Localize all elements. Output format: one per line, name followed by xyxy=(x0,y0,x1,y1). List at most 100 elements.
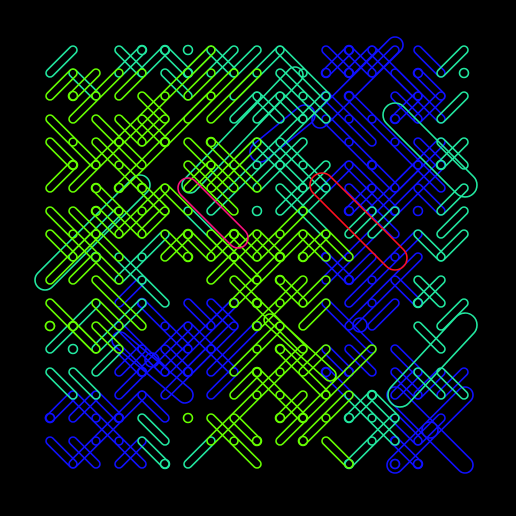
cyan-maze-stroke xyxy=(436,206,469,239)
cyan-maze-stroke xyxy=(413,275,446,308)
cyan-maze-stroke xyxy=(367,206,400,239)
lime-maze-stroke xyxy=(206,137,262,193)
cyan-node-ring xyxy=(159,44,171,56)
lime-node-ring xyxy=(182,412,194,424)
blue-node-ring xyxy=(113,412,125,424)
blue-maze-stroke xyxy=(344,183,400,239)
red-loop xyxy=(309,172,408,271)
lime-maze-stroke xyxy=(45,229,78,262)
cyan-maze-stroke xyxy=(344,206,377,239)
cyan-maze-stroke xyxy=(298,183,331,216)
blue-node-ring xyxy=(182,366,194,378)
cyan-maze-stroke xyxy=(413,367,446,400)
blue-node-ring xyxy=(44,412,56,424)
lime-maze-stroke xyxy=(137,114,170,147)
cyan-maze-stroke xyxy=(229,45,262,78)
large-cyan-loop xyxy=(387,312,478,408)
cyan-maze-stroke xyxy=(45,45,78,78)
lime-maze-layer xyxy=(44,45,377,469)
blue-node-ring xyxy=(412,205,424,217)
cyan-node-ring xyxy=(412,297,424,309)
blue-node-ring xyxy=(343,44,355,56)
blue-maze-stroke xyxy=(68,436,101,469)
lime-maze-stroke xyxy=(206,68,262,124)
lime-node-ring xyxy=(90,182,102,194)
lime-maze-stroke xyxy=(298,275,331,308)
cyan-node-ring xyxy=(182,67,194,79)
cyan-node-ring xyxy=(458,67,470,79)
blue-maze-stroke xyxy=(114,436,147,469)
blue-node-ring xyxy=(343,205,355,217)
lime-maze-stroke xyxy=(91,114,147,170)
lime-node-ring xyxy=(113,182,125,194)
lime-maze-stroke xyxy=(183,160,239,216)
cyan-maze-stroke xyxy=(436,183,469,216)
lime-node-ring xyxy=(159,136,171,148)
lime-node-ring xyxy=(274,412,286,424)
cyan-maze-stroke xyxy=(436,45,469,78)
lime-maze-stroke xyxy=(206,68,239,101)
lime-maze-stroke xyxy=(114,68,147,101)
lime-node-ring xyxy=(44,320,56,332)
lime-node-ring xyxy=(274,343,286,355)
cyan-node-ring xyxy=(343,412,355,424)
cyan-node-ring xyxy=(435,159,447,171)
cyan-maze-stroke xyxy=(436,91,469,124)
cyan-maze-stroke xyxy=(68,367,101,400)
cyan-maze-stroke xyxy=(252,91,285,124)
cyan-maze-stroke xyxy=(413,321,446,354)
lime-node-ring xyxy=(67,320,79,332)
lime-node-ring xyxy=(274,274,286,286)
lime-maze-stroke xyxy=(275,275,308,308)
lime-maze-stroke xyxy=(321,390,354,423)
lime-node-ring xyxy=(297,435,309,447)
lime-maze-stroke xyxy=(275,344,308,377)
lime-node-ring xyxy=(182,251,194,263)
cyan-node-ring xyxy=(182,44,194,56)
lime-maze-stroke xyxy=(298,229,331,262)
lime-maze-stroke xyxy=(45,68,78,101)
large-blue-loop xyxy=(386,386,474,474)
blue-node-ring xyxy=(144,352,160,368)
cyan-maze-stroke xyxy=(45,367,78,400)
cyan-node-ring xyxy=(251,205,263,217)
lime-node-ring xyxy=(136,182,148,194)
lime-node-ring xyxy=(297,251,309,263)
lime-maze-stroke xyxy=(183,68,216,101)
lime-maze-stroke xyxy=(321,436,354,469)
blue-node-ring xyxy=(366,159,378,171)
cyan-node-ring xyxy=(159,458,171,470)
blue-node-ring xyxy=(421,421,439,439)
lime-node-ring xyxy=(251,435,263,447)
red-loop-layer xyxy=(309,172,408,271)
cyan-node-ring xyxy=(366,389,378,401)
cyan-maze-stroke xyxy=(298,91,331,124)
lime-maze-stroke xyxy=(160,183,193,216)
lime-maze-stroke xyxy=(229,436,262,469)
large-blue-loop xyxy=(311,36,404,129)
blue-maze-stroke xyxy=(367,45,400,78)
blue-node-ring xyxy=(320,366,332,378)
blue-node-ring xyxy=(352,317,368,333)
cyan-maze-stroke xyxy=(298,91,331,124)
lime-node-ring xyxy=(251,297,263,309)
lime-maze-stroke xyxy=(321,229,354,262)
magenta-loop xyxy=(177,177,249,249)
blue-maze-stroke xyxy=(367,252,423,308)
lime-node-ring xyxy=(297,412,309,424)
cyan-maze-stroke xyxy=(436,229,469,262)
large-blue-loop xyxy=(386,386,474,474)
lime-maze-stroke xyxy=(206,160,239,193)
blue-maze-stroke xyxy=(344,344,377,377)
lime-maze-stroke xyxy=(298,344,331,377)
large-cyan-loop xyxy=(34,174,151,291)
blue-node-ring xyxy=(343,366,355,378)
lime-node-ring xyxy=(274,251,286,263)
blue-maze-stroke xyxy=(206,321,239,354)
cyan-maze-stroke xyxy=(137,275,170,308)
blue-node-ring xyxy=(320,67,332,79)
lime-node-ring xyxy=(205,136,217,148)
lime-maze-stroke xyxy=(91,321,124,354)
